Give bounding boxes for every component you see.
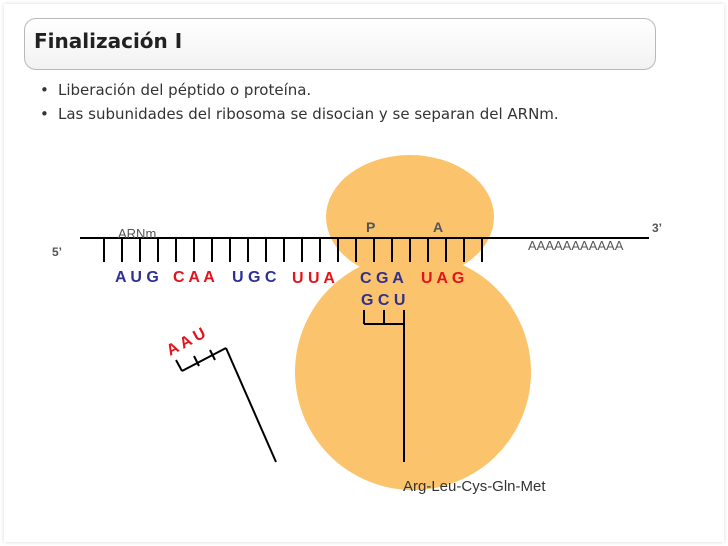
peptide-chain: Arg-Leu-Cys-Gln-Met (403, 478, 546, 495)
title-bar (24, 18, 656, 70)
poly-a-tail: AAAAAAAAAAA (528, 238, 624, 253)
bullet-list: • Liberación del péptido o proteína. • Las… (40, 78, 559, 126)
codon-2: C A A (173, 269, 215, 286)
codon-3: U G C (232, 269, 277, 286)
bullet-item: • Las subunidades del ribosoma se disocia… (40, 102, 559, 126)
slide-title: Finalización I (34, 29, 183, 53)
a-site-label: A (433, 219, 443, 235)
codon-1: A U G (115, 269, 159, 286)
bullet-text: Las subunidades del ribosoma se disocian… (58, 105, 559, 123)
trna-in-ribosome (363, 310, 405, 462)
mrna-nucleotide-ticks (103, 238, 483, 262)
bullet-dot: • (40, 81, 49, 99)
codon-5: C G A (360, 270, 404, 287)
codon-4: U U A (292, 270, 335, 287)
released-trna (175, 347, 277, 463)
bullet-dot: • (40, 105, 49, 123)
p-site-label: P (366, 219, 375, 235)
mrna-label: ARNm (118, 226, 156, 241)
ribosome-large-subunit (295, 254, 531, 490)
bullet-item: • Liberación del péptido o proteína. (40, 78, 559, 102)
released-anticodon: A A U (164, 325, 209, 360)
five-prime-label: 5’ (52, 245, 62, 259)
bullet-text: Liberación del péptido o proteína. (58, 81, 312, 99)
ribosome-small-subunit (326, 155, 494, 279)
codon-6: U A G (421, 270, 464, 287)
trna-anticodon: G C U (361, 292, 405, 309)
three-prime-label: 3’ (652, 221, 662, 235)
